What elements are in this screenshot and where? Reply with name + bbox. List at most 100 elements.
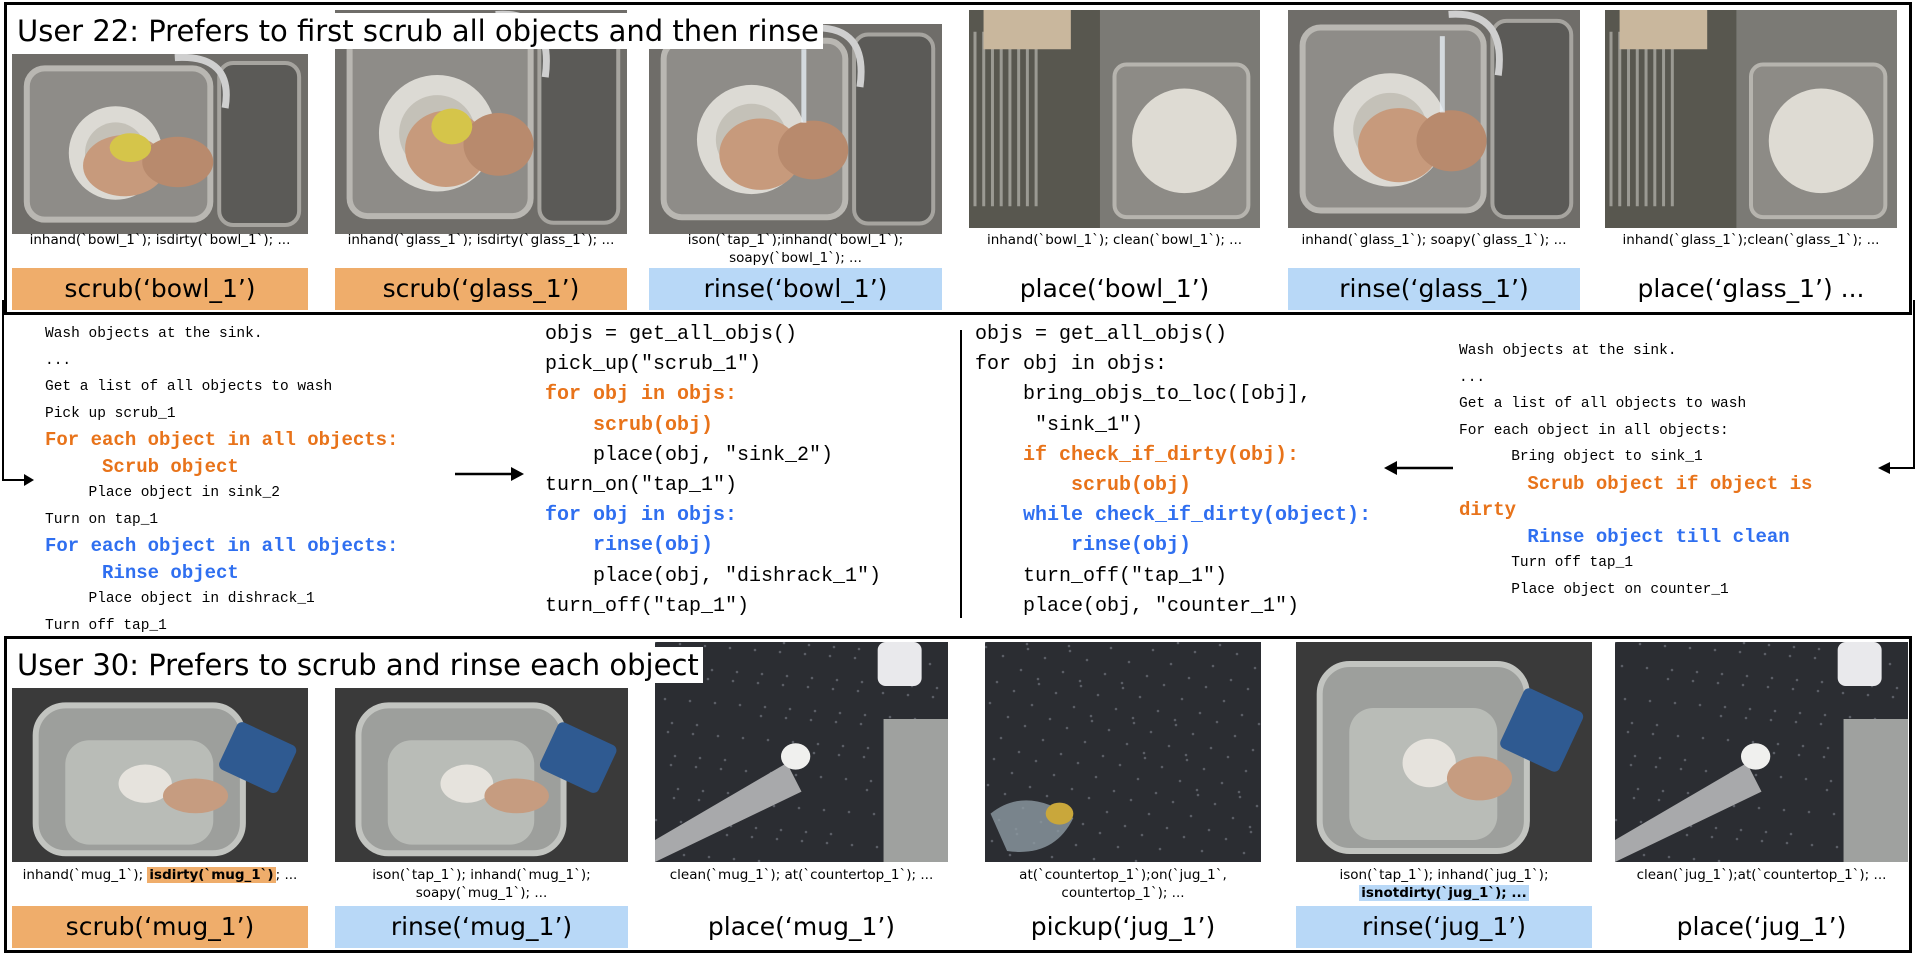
action-label: scrub(‘bowl_1’): [12, 268, 308, 310]
caption-line: soapy(`bowl_1`); ...: [729, 250, 862, 266]
user-22-title: User 22: Prefers to first scrub all obje…: [13, 13, 823, 49]
action-label: rinse(‘mug_1’): [335, 906, 628, 948]
plan-line: dirty: [1459, 499, 1517, 521]
scene-photo: [12, 688, 308, 862]
user-30-code: objs = get_all_objs()for obj in objs: br…: [975, 320, 1371, 622]
scene-photo: [1288, 10, 1580, 228]
predicate-caption: inhand(`glass_1`); soapy(`glass_1`); ...: [1268, 231, 1600, 249]
code-line: pick_up("scrub_1"): [545, 353, 762, 377]
plan-line: Wash objects at the sink.: [1459, 343, 1677, 359]
caption-part: clean(`mug_1`); at(`countertop_1`); ...: [669, 867, 934, 883]
frame-3: clean(`mug_1`); at(`countertop_1`); ... p…: [655, 642, 948, 952]
caption-line: inhand(`mug_1`); isdirty(`mug_1`); ...: [0, 866, 328, 884]
predicate-caption: clean(`mug_1`); at(`countertop_1`); ...: [635, 866, 968, 884]
action-label: scrub(‘mug_1’): [12, 906, 308, 948]
caption-part: ison(`tap_1`); inhand(`jug_1`);: [1339, 867, 1549, 883]
scene-photo: [1615, 642, 1908, 862]
plan-line: Turn on tap_1: [45, 511, 159, 528]
divider: [960, 330, 962, 618]
plan-line: Pick up scrub_1: [45, 405, 176, 422]
frame-1: inhand(`bowl_1`); isdirty(`bowl_1`); ...…: [12, 10, 308, 315]
user-22-code: objs = get_all_objs()pick_up("scrub_1")f…: [545, 320, 881, 622]
scene-photo: [1605, 10, 1897, 228]
code-line: "sink_1"): [975, 413, 1144, 437]
frame-6: clean(`jug_1`);at(`countertop_1`); ... pl…: [1615, 642, 1908, 952]
frame-5: ison(`tap_1`); inhand(`jug_1`); isnotdirt…: [1296, 642, 1592, 952]
code-line: turn_on("tap_1"): [545, 473, 738, 497]
action-label: scrub(‘glass_1’): [335, 268, 627, 310]
action-label: rinse(‘glass_1’): [1288, 268, 1580, 310]
plan-line: Scrub object if object is: [1459, 472, 1813, 495]
caption-line: ison(`tap_1`);inhand(`bowl_1`);: [687, 232, 904, 248]
nl-to-code-arrow-icon: [455, 467, 524, 481]
plan-line: ...: [1459, 369, 1486, 386]
scene-photo: [969, 10, 1260, 228]
caption-line: inhand(`bowl_1`); clean(`bowl_1`); ...: [986, 232, 1243, 248]
code-line: objs = get_all_objs(): [975, 323, 1228, 346]
frame-6: inhand(`glass_1`);clean(`glass_1`); ... p…: [1605, 10, 1897, 315]
code-line: for obj in objs:: [975, 353, 1168, 377]
user-22-panel: User 22: Prefers to first scrub all obje…: [4, 2, 1912, 315]
user-30-panel: User 30: Prefers to scrub and rinse each…: [4, 636, 1912, 953]
action-label: place(‘jug_1’): [1676, 912, 1847, 941]
action-label: place(‘glass_1’) ...: [1637, 274, 1865, 303]
caption-line: ison(`tap_1`); inhand(`jug_1`);: [1276, 866, 1612, 884]
caption-line: countertop_1`); ...: [1061, 885, 1185, 901]
code-line: for obj in objs:: [545, 383, 738, 407]
plan-line: Bring object to sink_1: [1459, 449, 1703, 465]
code-line: if check_if_dirty(obj):: [975, 443, 1300, 467]
plan-line: Place object on counter_1: [1459, 581, 1729, 598]
plan-line: Turn off tap_1: [1459, 555, 1634, 571]
code-line: scrub(obj): [975, 473, 1192, 497]
scene-photo: [985, 642, 1261, 862]
predicate-caption: inhand(`mug_1`); isdirty(`mug_1`); ...: [0, 866, 328, 884]
caption-part: at(`countertop_1`);on(`jug_1`,: [1019, 867, 1227, 883]
scene-photo: [1296, 642, 1592, 862]
code-line: scrub(obj): [545, 413, 714, 437]
action-label: place(‘mug_1’): [707, 912, 896, 941]
plan-line: For each object in all objects:: [45, 429, 399, 451]
code-line: rinse(obj): [545, 534, 714, 558]
predicate-caption: ison(`tap_1`); inhand(`mug_1`);soapy(`mu…: [315, 866, 648, 902]
plan-line: Wash objects at the sink.: [45, 326, 263, 342]
predicate-caption: ison(`tap_1`);inhand(`bowl_1`); soapy(`bo…: [629, 231, 962, 267]
code-line: place(obj, "counter_1"): [975, 594, 1300, 618]
scene-photo: [649, 24, 942, 234]
code-from-nl-arrow-icon: [1384, 461, 1453, 475]
user-30-title: User 30: Prefers to scrub and rinse each…: [13, 647, 703, 683]
predicate-caption: inhand(`bowl_1`); clean(`bowl_1`); ...: [949, 231, 1280, 249]
frame-4: inhand(`bowl_1`); clean(`bowl_1`); ... pl…: [969, 10, 1260, 315]
caption-line: clean(`mug_1`); at(`countertop_1`); ...: [635, 866, 968, 884]
scene-photo: [335, 688, 628, 862]
predicate-caption: ison(`tap_1`); inhand(`jug_1`); isnotdirt…: [1276, 866, 1612, 902]
caption-part: isnotdirty(`jug_1`); ...: [1359, 885, 1529, 901]
predicate-caption: inhand(`glass_1`);clean(`glass_1`); ...: [1585, 231, 1917, 249]
caption-line: inhand(`glass_1`);clean(`glass_1`); ...: [1622, 232, 1880, 248]
caption-line: ison(`tap_1`); inhand(`mug_1`);: [315, 866, 648, 884]
code-line: rinse(obj): [975, 534, 1192, 558]
caption-line: at(`countertop_1`);on(`jug_1`,: [965, 866, 1281, 884]
scene-photo: [12, 54, 308, 234]
frame-2: ison(`tap_1`); inhand(`mug_1`);soapy(`mu…: [335, 642, 628, 952]
frame-5: inhand(`glass_1`); soapy(`glass_1`); ...…: [1288, 10, 1580, 315]
predicate-caption: at(`countertop_1`);on(`jug_1`, countertop…: [965, 866, 1281, 902]
user-30-natural-language-plan: Wash objects at the sink.... Get a list o…: [1459, 338, 1812, 603]
caption-part: clean(`jug_1`);at(`countertop_1`); ...: [1636, 867, 1887, 883]
plan-line: Scrub object: [45, 455, 239, 478]
plan-line: Rinse object: [45, 561, 239, 584]
action-label: rinse(‘bowl_1’): [649, 268, 942, 310]
code-line: turn_off("tap_1"): [975, 564, 1228, 588]
plan-line: Get a list of all objects to wash: [1459, 396, 1747, 412]
action-label: place(‘bowl_1’): [1019, 274, 1210, 303]
scene-photo: [655, 642, 948, 862]
frame-4: at(`countertop_1`);on(`jug_1`, countertop…: [985, 642, 1261, 952]
caption-line: soapy(`mug_1`); ...: [415, 885, 548, 901]
right-entry-arrow-icon: [1878, 300, 1915, 474]
frame-2: inhand(`glass_1`); isdirty(`glass_1`); .…: [335, 10, 627, 315]
plan-line: For each object in all objects:: [45, 535, 399, 557]
caption-line: inhand(`glass_1`); soapy(`glass_1`); ...: [1301, 232, 1567, 248]
plan-line: Place object in dishrack_1: [45, 591, 315, 607]
action-label: pickup(‘jug_1’): [1030, 912, 1216, 941]
plan-line: Place object in sink_2: [45, 485, 280, 501]
plan-line: Get a list of all objects to wash: [45, 379, 333, 395]
